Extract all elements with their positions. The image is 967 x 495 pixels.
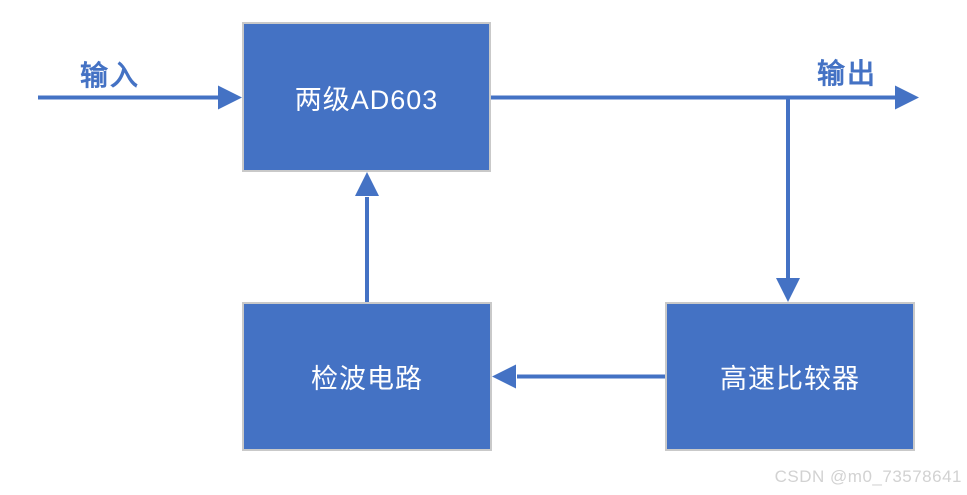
input-label: 输入 <box>80 60 141 91</box>
block-detector-label: 检波电路 <box>311 364 423 394</box>
output-label: 输出 <box>817 58 878 89</box>
comparator-to-detector-arrow <box>492 364 665 389</box>
block-comparator: 高速比较器 <box>665 302 915 451</box>
block-comparator-label: 高速比较器 <box>720 364 860 394</box>
detector-to-ad603-arrow <box>355 172 379 302</box>
block-detector: 检波电路 <box>242 302 492 451</box>
watermark: CSDN @m0_73578641 <box>774 467 962 486</box>
block-ad603-label: 两级AD603 <box>294 84 439 115</box>
output-branch-down-arrow <box>776 97 800 302</box>
block-ad603: 两级AD603 <box>242 22 491 172</box>
